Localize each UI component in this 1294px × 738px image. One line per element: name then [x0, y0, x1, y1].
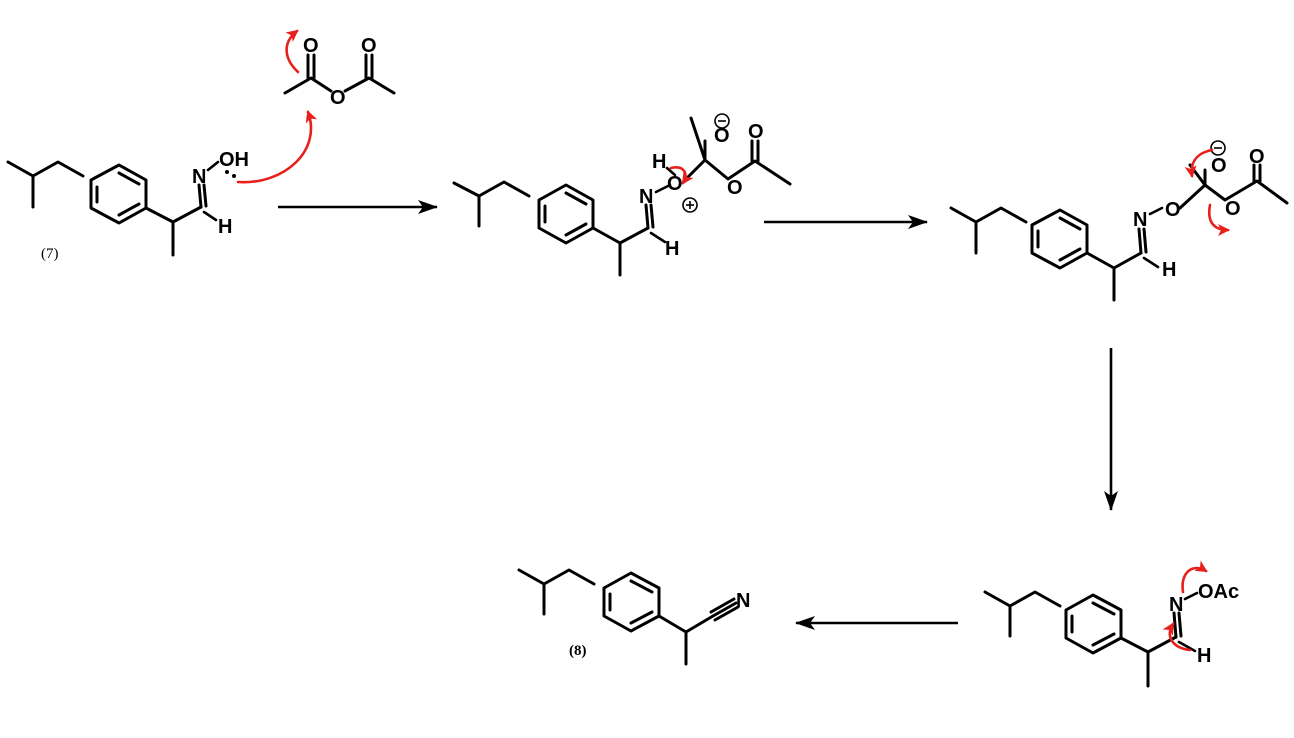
alkoxide-oxygen-label: O	[1211, 155, 1227, 177]
nitrile-nitrogen-label: N	[736, 590, 750, 612]
nitrogen-label: N	[192, 166, 206, 188]
oxime-7: N OH H (7)	[6, 149, 249, 262]
carbonyl-oxygen-label: O	[1249, 146, 1265, 168]
hydrogen-label: H	[1162, 259, 1176, 281]
hydrogen-label: H	[1197, 645, 1211, 667]
negative-charge	[1210, 140, 1226, 156]
positive-charge	[682, 197, 698, 213]
leaving-group-arrow	[1207, 203, 1230, 236]
hydrogen-label: H	[665, 238, 679, 260]
acetyl-oxime: N OAc H	[983, 581, 1239, 688]
compound-label-7: (7)	[41, 246, 59, 262]
ester-oxygen-label: O	[1225, 198, 1241, 220]
acetic-anhydride: O O O	[283, 35, 396, 109]
acetate-departure-arrow	[1181, 560, 1208, 594]
nitrogen-label: N	[1133, 209, 1147, 231]
bridging-oxygen-label: O	[330, 87, 346, 109]
compound-label-8: (8)	[569, 643, 587, 659]
acetoxy-label: OAc	[1198, 581, 1239, 603]
alkoxide-oxygen-label: O	[714, 125, 730, 147]
lone-pair-dot	[225, 170, 229, 174]
benzene-ring	[1064, 593, 1123, 655]
benzene-ring	[89, 163, 148, 225]
alkoxide-intermediate: N O H O O O	[949, 140, 1289, 302]
negative-charge	[714, 113, 730, 129]
benzene-ring	[602, 571, 661, 633]
carbonyl-oxygen-label: O	[748, 121, 764, 143]
carbonyl-push-arrow	[285, 29, 300, 74]
alkoxide-collapse-arrow	[1184, 148, 1214, 178]
elimination-arrow	[1162, 622, 1192, 652]
carbonyl-oxygen-label: O	[361, 35, 377, 57]
oxonium-oxygen-label: O	[667, 173, 683, 195]
benzene-ring	[1030, 208, 1089, 270]
carbonyl-oxygen-label: O	[303, 35, 319, 57]
hydroxyl-label: OH	[219, 149, 249, 171]
lone-pair-dot	[232, 174, 236, 178]
hydrogen-label: H	[218, 216, 232, 238]
oxime-oxygen-label: O	[1165, 199, 1181, 221]
hydroxyl-hydrogen-label: H	[652, 151, 666, 173]
nitrogen-label: N	[1169, 594, 1183, 616]
nucleophilic-attack-arrow	[236, 110, 318, 184]
oxonium-intermediate: N O H H O O O	[452, 113, 792, 277]
nitrile-8: N (8)	[517, 568, 750, 666]
proton-transfer-arrow	[669, 166, 694, 185]
ester-oxygen-label: O	[727, 177, 743, 199]
benzene-ring	[537, 183, 595, 245]
nitrogen-label: N	[639, 186, 653, 208]
